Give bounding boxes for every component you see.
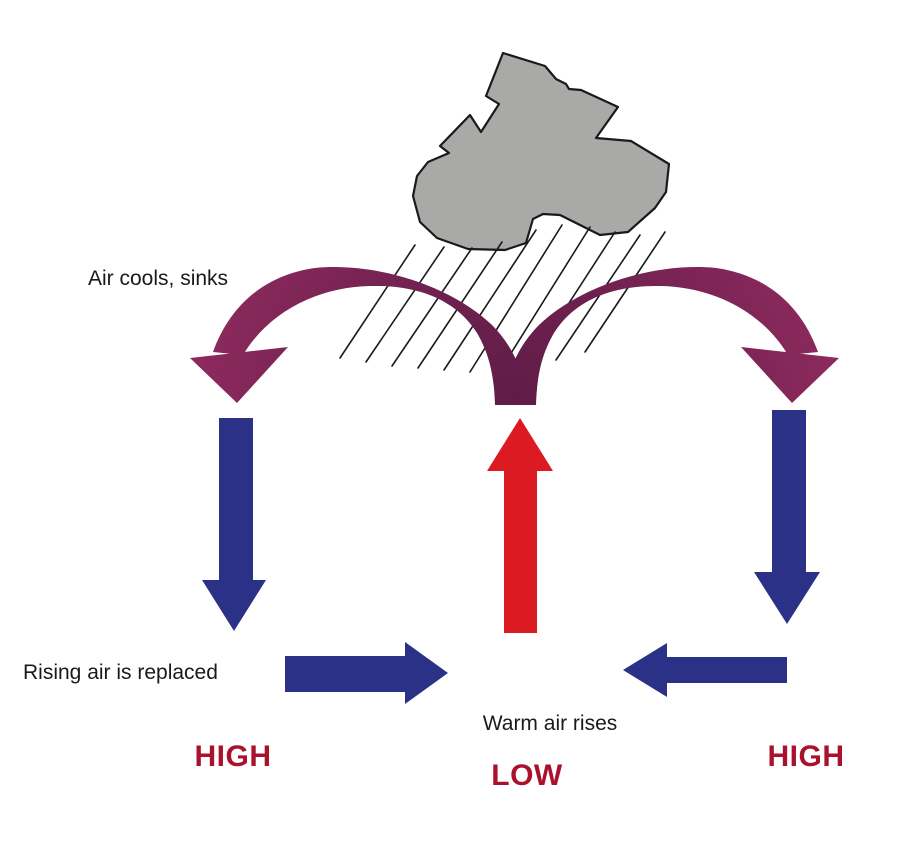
rain-line [443, 229, 537, 371]
high-pressure-right-label: HIGH [767, 740, 845, 773]
warm-air-rises-label: Warm air rises [482, 712, 618, 735]
inflow-arrow-right-icon [623, 643, 787, 697]
inflow-arrow-left-icon [285, 642, 448, 704]
rising-air-replaced-label: Rising air is replaced [23, 661, 218, 684]
outflow-band-left-icon [213, 267, 527, 405]
air-cools-sinks-label: Air cools, sinks [88, 267, 229, 290]
circulation-arrows [202, 410, 820, 704]
storm-cloud-icon [411, 51, 671, 252]
rain-line [555, 234, 641, 361]
rain-line [339, 244, 416, 359]
sinking-arrow-right-icon [754, 410, 820, 624]
outflow-arrowhead-left-icon [190, 347, 288, 403]
rain-line [365, 246, 445, 363]
low-pressure-label: LOW [491, 759, 563, 792]
cloud-shape [411, 51, 671, 252]
rising-air-arrow [487, 418, 553, 633]
sinking-arrow-left-icon [202, 418, 266, 631]
warm-air-up-arrow-icon [487, 418, 553, 633]
outflow-arrowhead-right-icon [741, 347, 839, 403]
high-pressure-left-label: HIGH [194, 740, 272, 773]
rain-line [391, 247, 473, 367]
outflow-band-right-icon [504, 267, 818, 405]
outflow-arrows [190, 267, 839, 405]
rain-line [584, 231, 666, 353]
rain-line [497, 226, 591, 375]
